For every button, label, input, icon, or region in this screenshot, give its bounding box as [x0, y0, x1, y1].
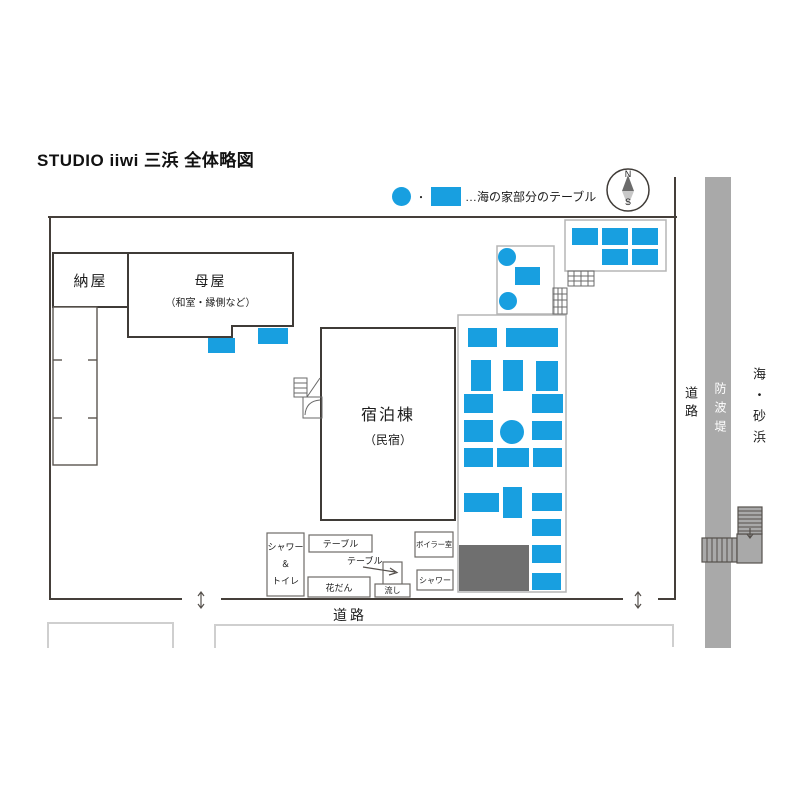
beach-table: [498, 248, 516, 266]
table-note-arrow-icon: [362, 566, 399, 576]
beach-table: [532, 394, 563, 413]
beach-table: [532, 545, 561, 563]
legend-separator: ・: [416, 192, 426, 204]
breakwater-bar: [705, 177, 731, 648]
beach-table: [515, 267, 540, 285]
boiler-label: ボイラー室: [416, 540, 452, 549]
beach-table: [503, 487, 522, 518]
compass-south-label: S: [624, 197, 631, 207]
main-house-label-box: 母屋 （和室・縁側など）: [128, 253, 293, 326]
deck-gray-area: [459, 545, 529, 591]
main-house-label: 母屋: [194, 272, 227, 289]
beach-table: [503, 360, 523, 391]
beach-table: [208, 338, 235, 353]
beach-table: [464, 394, 493, 413]
legend-rect-icon: [431, 186, 461, 206]
gate-arrow-right-icon: [634, 591, 642, 609]
main-house-sublabel: （和室・縁側など）: [165, 297, 256, 309]
barn-label: 納屋: [73, 272, 108, 290]
page-title: STUDIO iiwi 三浜 全体略図: [37, 151, 255, 170]
deck-stairs: [552, 287, 568, 315]
beach-table: [471, 360, 491, 391]
beach-table: [464, 448, 493, 467]
beach-table: [572, 228, 598, 245]
road-right-label: 道路: [683, 386, 698, 422]
beach-table: [464, 493, 499, 512]
compass-north-label: N: [624, 169, 632, 179]
table-long-label: テーブル: [322, 539, 359, 549]
beach-label: 海・砂浜: [751, 367, 766, 451]
barn-label-box: 納屋: [53, 253, 128, 307]
beach-table: [506, 328, 558, 347]
lodge-outline: [320, 327, 456, 521]
lower-parcel-lines: [47, 622, 674, 648]
beach-table: [258, 328, 288, 344]
storage-column-outline: [52, 306, 98, 466]
terrace-stairs: [567, 270, 595, 287]
legend-circle-icon: [392, 186, 411, 206]
gate-arrow-left-icon: [197, 591, 205, 609]
breakwater-label: 防波堤: [713, 382, 727, 439]
service-buildings: [266, 531, 454, 598]
beach-table: [632, 228, 658, 245]
beach-table: [499, 292, 517, 310]
beach-table: [464, 420, 493, 442]
main-house-outline: [127, 252, 294, 338]
table-note-label: テーブル: [347, 556, 383, 566]
beach-table: [533, 448, 562, 467]
lodge-label: 宿泊棟: [360, 406, 415, 424]
breakwater-stairs: [701, 506, 763, 564]
sink-label: 流し: [384, 586, 401, 595]
beach-table: [500, 420, 524, 444]
site-boundary: [48, 177, 677, 600]
lodge-sublabel: （民宿）: [363, 432, 412, 447]
beach-table: [532, 493, 562, 511]
shower-label: シャワー: [419, 575, 451, 585]
legend-label: …海の家部分のテーブル: [465, 189, 597, 204]
beach-table: [536, 361, 558, 391]
lodge-entrance-steps: [293, 377, 323, 419]
beach-table: [532, 519, 561, 536]
legend: ・ …海の家部分のテーブル: [392, 185, 596, 207]
beach-table: [532, 573, 561, 590]
beach-table: [602, 228, 628, 245]
beach-table: [602, 249, 628, 265]
beach-table: [532, 421, 562, 440]
beach-table: [468, 328, 497, 347]
lodge-label-box: 宿泊棟 （民宿）: [321, 328, 455, 520]
shower-toilet-label: シャワー ＆ トイレ: [267, 541, 304, 587]
beach-table: [632, 249, 658, 265]
beach-table: [497, 448, 529, 467]
flowerbed-label: 花だん: [325, 582, 353, 593]
compass: [606, 168, 650, 212]
road-bottom-label: 道路: [333, 607, 367, 623]
